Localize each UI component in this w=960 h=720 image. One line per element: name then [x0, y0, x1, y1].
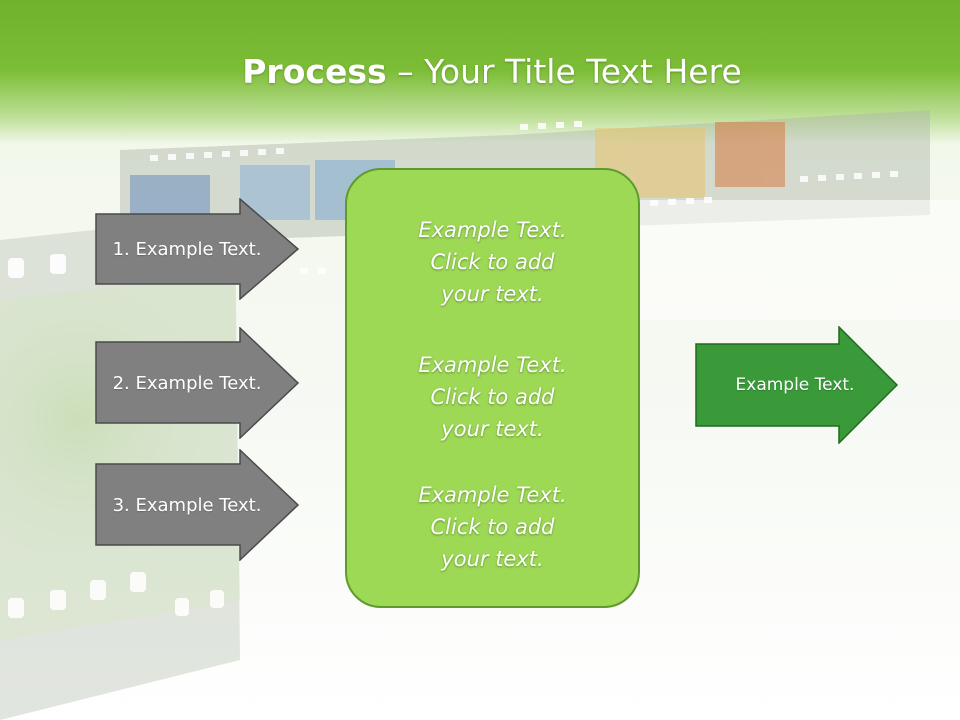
- panel-text-block-1[interactable]: Example Text. Click to add your text.: [347, 214, 638, 310]
- panel-text-block-3[interactable]: Example Text. Click to add your text.: [347, 479, 638, 575]
- panel-line: your text.: [441, 282, 544, 306]
- panel-line: your text.: [441, 417, 544, 441]
- arrow-shape-icon: [695, 326, 899, 444]
- step-arrow-2[interactable]: 2. Example Text.: [95, 327, 300, 439]
- result-arrow[interactable]: Example Text.: [695, 326, 900, 444]
- step-label: 1. Example Text.: [112, 238, 262, 260]
- result-label: Example Text.: [735, 375, 855, 395]
- panel-line: your text.: [441, 547, 544, 571]
- panel-line: Example Text.: [418, 353, 567, 377]
- step-arrow-3[interactable]: 3. Example Text.: [95, 449, 300, 561]
- center-text-panel[interactable]: Example Text. Click to add your text. Ex…: [345, 168, 640, 608]
- slide-title: Process – Your Title Text Here: [0, 52, 960, 91]
- arrow-shape-icon: [95, 449, 300, 561]
- step-label: 3. Example Text.: [112, 494, 262, 516]
- arrow-shape-icon: [95, 327, 300, 439]
- panel-line: Example Text.: [418, 218, 567, 242]
- panel-line: Click to add: [430, 250, 555, 274]
- step-arrow-1[interactable]: 1. Example Text.: [95, 198, 300, 300]
- panel-text-block-2[interactable]: Example Text. Click to add your text.: [347, 349, 638, 445]
- panel-line: Click to add: [430, 385, 555, 409]
- title-bold: Process: [242, 52, 387, 91]
- step-label: 2. Example Text.: [112, 372, 262, 394]
- title-rest: – Your Title Text Here: [397, 52, 742, 91]
- panel-line: Click to add: [430, 515, 555, 539]
- arrow-shape-icon: [95, 198, 300, 300]
- panel-line: Example Text.: [418, 483, 567, 507]
